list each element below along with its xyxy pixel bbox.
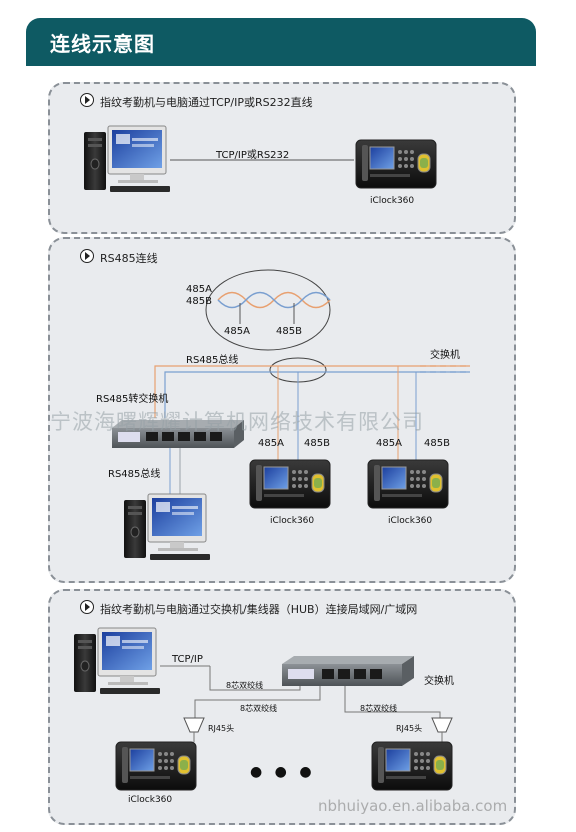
signal-ellipse: [205, 269, 331, 351]
dev1-a-label: 485A: [258, 438, 284, 449]
play-bullet-icon: [80, 249, 94, 263]
computer-icon: [73, 627, 161, 695]
device-iclock360-icon: [367, 459, 449, 509]
rj45-left-label: RJ45头: [208, 724, 235, 733]
watermark: 宁波海曙辉耀计算机网络技术有限公司: [50, 410, 424, 434]
device1-label: iClock360: [270, 516, 315, 526]
wave-blue: [217, 291, 331, 309]
header-bar: 连线示意图: [26, 18, 536, 66]
device1-label: iClock360: [128, 795, 173, 805]
wave-b-label: 485B: [186, 296, 212, 307]
watermark-bottom: nbhuiyao.en.alibaba.com: [318, 797, 508, 815]
rj45-right-label: RJ45头: [396, 724, 423, 733]
device-iclock360-icon: [371, 741, 453, 791]
cable-top-label: 8芯双绞线: [226, 681, 264, 690]
device-iclock360-icon: [355, 139, 437, 189]
computer-icon: [83, 125, 171, 193]
network-switch-label: 交换机: [424, 676, 454, 687]
play-bullet-icon: [80, 93, 94, 107]
panel-direct-title: 指纹考勤机与电脑通过TCP/IP或RS232直线: [80, 93, 313, 110]
converter-label: RS485转交换机: [96, 394, 169, 405]
device-iclock360-icon: [249, 459, 331, 509]
page-title: 连线示意图: [50, 32, 155, 56]
panel-rs485-title: RS485连线: [80, 249, 158, 266]
play-bullet-icon: [80, 600, 94, 614]
dev1-b-label: 485B: [304, 438, 330, 449]
switch-label: 交换机: [430, 350, 460, 361]
device-label: iClock360: [370, 196, 415, 206]
wave-b-bottom-label: 485B: [276, 326, 302, 337]
cable-left-label: 8芯双绞线: [240, 704, 278, 713]
tcpip-label: TCP/IP: [172, 654, 203, 665]
bus-left-label: RS485总线: [108, 469, 161, 480]
wave-a-label: 485A: [186, 284, 212, 295]
rs485-bus-lines: [154, 365, 470, 505]
device-iclock360-icon: [115, 741, 197, 791]
ellipsis-dots: ● ● ●: [250, 764, 316, 780]
computer-icon: [123, 493, 211, 561]
network-switch-icon: [282, 656, 414, 686]
rj45-connector-icon: [431, 717, 453, 733]
panel-network-title: 指纹考勤机与电脑通过交换机/集线器（HUB）连接局域网/广域网: [80, 600, 417, 617]
dev2-a-label: 485A: [376, 438, 402, 449]
cable-right-label: 8芯双绞线: [360, 704, 398, 713]
rj45-connector-icon: [183, 717, 205, 733]
dev2-b-label: 485B: [424, 438, 450, 449]
wave-a-bottom-label: 485A: [224, 326, 250, 337]
device2-label: iClock360: [388, 516, 433, 526]
direct-link-label: TCP/IP或RS232: [216, 150, 290, 161]
bus-top-label: RS485总线: [186, 355, 239, 366]
rs485-converter-icon: [112, 420, 244, 448]
